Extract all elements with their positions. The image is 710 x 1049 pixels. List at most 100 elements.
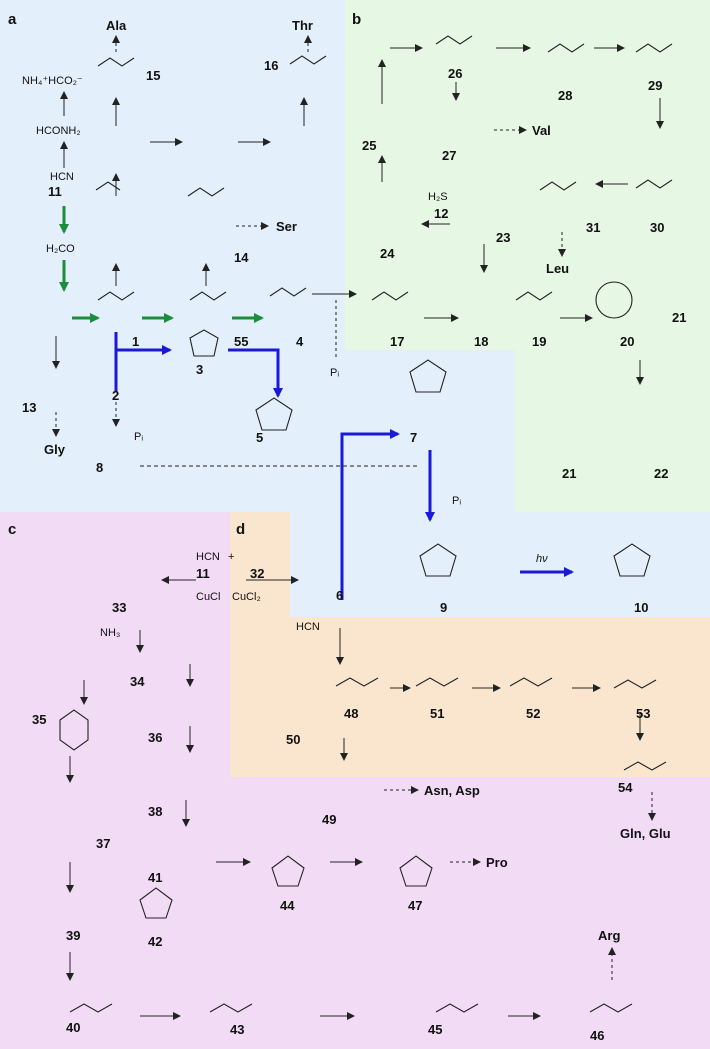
- compound-label-12: 12: [434, 206, 448, 221]
- compound-label-28: 28: [558, 88, 572, 103]
- compound-label-18: 18: [474, 334, 488, 349]
- structure-48: [335, 677, 379, 687]
- blue-arrow-5-to-7: [340, 429, 400, 600]
- compound-label-21b: 21: [562, 466, 576, 481]
- structure-19: [515, 291, 553, 301]
- structure-20-ring: [595, 281, 633, 319]
- structure-7-ring: [409, 359, 447, 393]
- compound-label-20: 20: [620, 334, 634, 349]
- compound-label-15: 15: [146, 68, 160, 83]
- blue-arrow-3-to-5: [228, 348, 283, 398]
- fragment-hcn-a: HCN: [50, 171, 74, 183]
- panel-a-extension-2: [290, 512, 710, 617]
- fragment-hconh2: HCONH₂: [36, 125, 81, 137]
- compound-label-54: 54: [618, 780, 633, 795]
- panel-label-a: a: [8, 11, 17, 28]
- structure-43: [209, 1003, 253, 1013]
- compound-label-51: 51: [430, 706, 444, 721]
- compound-label-26: 26: [448, 66, 462, 81]
- fragment-hcn-c: HCN: [196, 551, 220, 563]
- compound-label-24: 24: [380, 246, 395, 261]
- compound-label-35: 35: [32, 712, 46, 727]
- amino-acid-labels: Ala Thr Ser Gly Val Leu Pro Arg Asn, Asp…: [44, 18, 671, 943]
- compound-numbers: 1 2 3 4 5 6 7 8 9 10 11 11 12 13 14 15 1…: [22, 58, 686, 1043]
- amino-acid-ser: Ser: [276, 219, 297, 234]
- compound-label-5: 5: [256, 430, 263, 445]
- fragment-plus: +: [228, 551, 234, 563]
- compound-label-10: 10: [634, 600, 648, 615]
- compound-label-36: 36: [148, 730, 162, 745]
- fragment-cucl: CuCl: [196, 591, 220, 603]
- fragment-hv: hν: [536, 553, 548, 565]
- reaction-arrows: [52, 35, 664, 1020]
- compound-label-17: 17: [390, 334, 404, 349]
- compound-label-25: 25: [362, 138, 376, 153]
- compound-label-34: 34: [130, 674, 145, 689]
- panel-a-extension: [290, 350, 515, 512]
- structure-29: [635, 43, 673, 53]
- compound-label-50: 50: [286, 732, 300, 747]
- fragment-pi-1: Pᵢ: [134, 431, 143, 443]
- compound-label-45: 45: [428, 1022, 442, 1037]
- compound-label-1: 1: [132, 334, 139, 349]
- compound-label-29: 29: [648, 78, 662, 93]
- structure-30: [635, 179, 673, 189]
- structure-47-ring: [399, 855, 433, 887]
- compound-label-52: 52: [526, 706, 540, 721]
- panel-b-extension: [515, 350, 710, 512]
- structure-40: [69, 1003, 113, 1013]
- compound-label-31: 31: [586, 220, 600, 235]
- amino-acid-thr: Thr: [292, 18, 313, 33]
- structure-5-ring: [255, 397, 293, 431]
- structure-16: [289, 55, 327, 65]
- structure-53: [613, 679, 657, 689]
- structure-51: [415, 677, 459, 687]
- compound-label-37: 37: [96, 836, 110, 851]
- compound-label-2: 2: [112, 388, 119, 403]
- compound-label-22: 22: [654, 466, 668, 481]
- compound-label-32: 32: [250, 566, 264, 581]
- compound-label-9: 9: [440, 600, 447, 615]
- fragment-pi-3: Pᵢ: [452, 495, 461, 507]
- structure-31: [539, 181, 577, 191]
- compound-label-19: 19: [532, 334, 546, 349]
- compound-label-8: 8: [96, 460, 103, 475]
- amino-acid-asn-asp: Asn, Asp: [424, 783, 480, 798]
- amino-acid-arg: Arg: [598, 928, 620, 943]
- structure-54: [623, 761, 667, 771]
- compound-label-3: 3: [196, 362, 203, 377]
- compound-label-44: 44: [280, 898, 295, 913]
- structure-55: [189, 291, 227, 301]
- structure-46: [589, 1003, 633, 1013]
- fragment-h2s: H₂S: [428, 191, 448, 203]
- amino-acid-val: Val: [532, 123, 551, 138]
- structure-52: [509, 677, 553, 687]
- panel-b-background: [345, 0, 710, 350]
- amino-acid-ala: Ala: [106, 18, 127, 33]
- compound-label-13: 13: [22, 400, 36, 415]
- structure-15: [97, 57, 135, 67]
- panel-label-b: b: [352, 11, 361, 28]
- compound-label-38: 38: [148, 804, 162, 819]
- compound-label-33: 33: [112, 600, 126, 615]
- compound-label-27: 27: [442, 148, 456, 163]
- compound-label-42: 42: [148, 934, 162, 949]
- compound-label-11: 11: [48, 184, 62, 199]
- compound-label-53: 53: [636, 706, 650, 721]
- compound-label-6: 6: [336, 588, 343, 603]
- structure-3-ring: [189, 329, 219, 357]
- compound-label-7: 7: [410, 430, 417, 445]
- blue-arrow-1-to-3: [114, 332, 172, 392]
- fragment-nh3: NH₃: [100, 627, 120, 639]
- compound-label-16: 16: [264, 58, 278, 73]
- structure-28: [547, 43, 585, 53]
- structure-10-ring: [613, 543, 651, 577]
- fragment-hcn-d: HCN: [296, 621, 320, 633]
- compound-label-4: 4: [296, 334, 304, 349]
- structure-14: [187, 187, 225, 197]
- compound-label-30: 30: [650, 220, 664, 235]
- compound-label-47: 47: [408, 898, 422, 913]
